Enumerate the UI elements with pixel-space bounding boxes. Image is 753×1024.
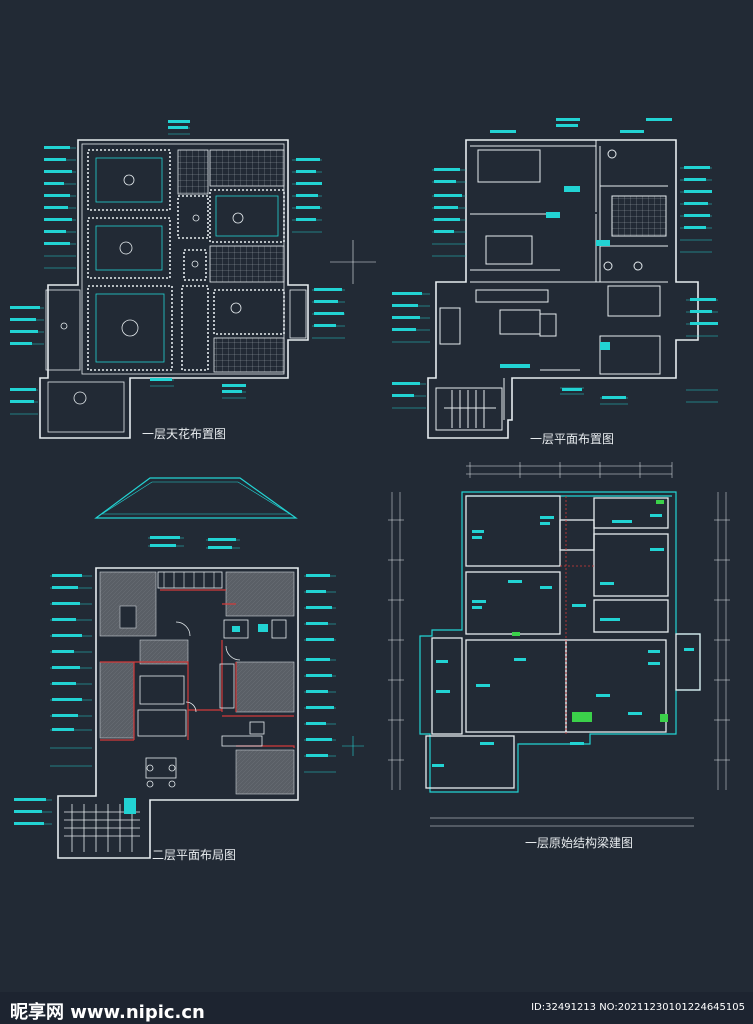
floor1-plan (392, 118, 718, 439)
watermark-logo: 昵享网 www.nipic.cn (10, 1002, 205, 1023)
structure-plan (388, 462, 730, 827)
floor2-plan (14, 477, 364, 859)
ceiling-plan (10, 120, 376, 439)
floor2-plan-title: 二层平面布局图 (152, 848, 237, 862)
watermark-bar: 昵享网 www.nipic.cn ID:32491213 NO:20211230… (0, 992, 753, 1024)
floor1-plan-title: 一层平面布置图 (530, 432, 615, 446)
ceiling-plan-title: 一层天花布置图 (142, 427, 227, 441)
watermark-id: ID:32491213 NO:20211230101224645105 (531, 1002, 745, 1013)
structure-plan-title: 一层原始结构梁建图 (525, 836, 634, 850)
